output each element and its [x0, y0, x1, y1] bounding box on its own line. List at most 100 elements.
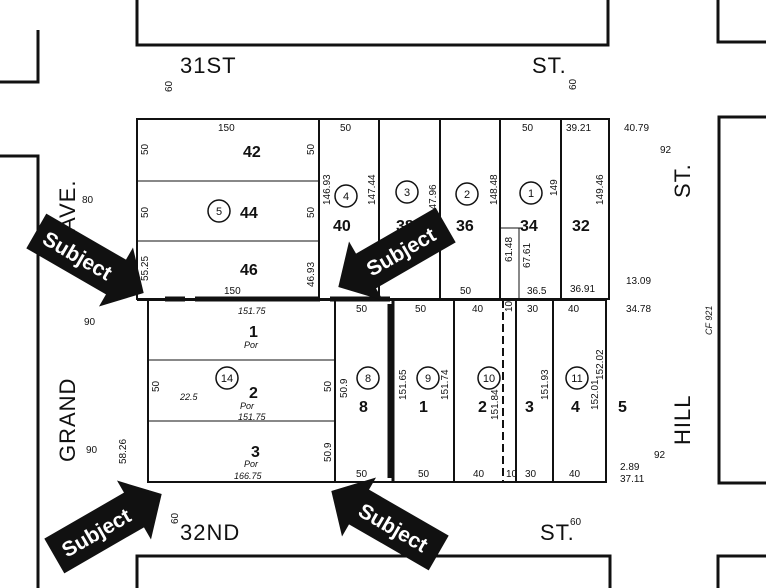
dimension: 50 — [140, 206, 151, 218]
parcel-circle: 9 — [416, 366, 440, 390]
street-width: 90 — [86, 445, 98, 456]
parcel-number: 8 — [365, 373, 371, 385]
dimension: 50 — [323, 380, 334, 392]
dimension: 50.9 — [323, 442, 334, 462]
dimension: 50 — [460, 286, 472, 297]
street-width: 80 — [82, 195, 94, 206]
north-adjacent-block — [135, 0, 610, 47]
northwest-adjacent-block — [0, 30, 40, 84]
dimension: 166.75 — [234, 471, 263, 481]
dimension: 36.5 — [527, 286, 547, 297]
lot-number: 3 — [251, 444, 260, 461]
lot-portion: Por — [244, 459, 259, 469]
parcel-number: 10 — [483, 373, 495, 385]
lot-number: 32 — [572, 218, 590, 235]
lot-portion: Por — [244, 340, 259, 350]
street-hill-st-lower: HILL — [670, 395, 695, 445]
dimension: 55.25 — [140, 256, 151, 281]
dimension: 37.11 — [620, 474, 645, 485]
dimension: 39.21 — [566, 123, 591, 134]
south-adjacent-block — [135, 554, 612, 588]
dimension: 10 — [506, 469, 518, 480]
dimension: 147.96 — [428, 184, 439, 215]
parcel-number: 9 — [425, 373, 431, 385]
south-block — [137, 299, 607, 483]
lot-number: 34 — [520, 218, 538, 235]
lot-number: 44 — [240, 205, 258, 222]
parcel-circle: 3 — [395, 180, 419, 204]
street-width: 60 — [568, 78, 579, 90]
lot-number: 42 — [243, 144, 261, 161]
parcel-number: 3 — [404, 187, 410, 199]
parcel-circle: 2 — [455, 182, 479, 206]
dimension: 40 — [569, 469, 581, 480]
parcel-number: 2 — [464, 189, 470, 201]
parcel-circle: 4 — [334, 184, 358, 208]
parcel-number: 11 — [571, 373, 582, 385]
dimension: 50 — [340, 123, 352, 134]
west-adjacent-block — [0, 154, 40, 588]
dimension: 151.65 — [398, 369, 409, 400]
dimension: 50.9 — [339, 378, 350, 398]
lot-number: 3 — [525, 399, 534, 416]
parcel-number: 4 — [343, 191, 349, 203]
northeast-adjacent-block — [716, 0, 766, 44]
street-32nd-right: ST. — [540, 520, 575, 545]
dimension: 34.78 — [626, 304, 651, 315]
lot-number: 5 — [618, 399, 627, 416]
dimension: 152.01 — [590, 379, 601, 410]
lot-number: 1 — [249, 324, 258, 341]
parcel-circle: 5 — [207, 199, 231, 223]
street-32nd-left: 32ND — [180, 520, 240, 545]
dimension: 40 — [472, 304, 484, 315]
street-hill-st-upper: ST. — [670, 163, 695, 198]
street-width: 90 — [84, 317, 96, 328]
street-width: 60 — [570, 517, 582, 528]
dimension: 40.79 — [624, 123, 649, 134]
street-width: 92 — [660, 145, 672, 156]
dimension: 67.61 — [522, 243, 533, 268]
dimension: 50 — [151, 380, 162, 392]
lot-number: 8 — [359, 399, 368, 416]
dimension: 50 — [356, 469, 368, 480]
dimension: 30 — [525, 469, 537, 480]
parcel-number: 5 — [216, 206, 222, 218]
street-width: 60 — [170, 512, 181, 524]
street-width: 60 — [164, 80, 175, 92]
dimension: 40 — [568, 304, 580, 315]
dimension: 151.84 — [490, 389, 501, 420]
lot-number: 4 — [571, 399, 580, 416]
east-adjacent-block — [717, 115, 766, 485]
dimension: 150 — [218, 123, 235, 134]
lot-number: 1 — [419, 399, 428, 416]
lot-number: 36 — [456, 218, 474, 235]
dimension: 13.09 — [626, 276, 651, 287]
dimension: 10 — [504, 300, 515, 312]
subject-boundary-marks — [165, 296, 393, 478]
parcel-number: 1 — [528, 188, 534, 200]
dimension: 58.26 — [118, 439, 129, 464]
lot-number: 46 — [240, 262, 258, 279]
dimension: 152.02 — [595, 349, 606, 380]
parcel-circle: 10 — [477, 366, 501, 390]
dimension: 50 — [140, 143, 151, 155]
dimension: 151.75 — [238, 412, 267, 422]
dimension: 149.46 — [595, 174, 606, 205]
street-31st-right: ST. — [532, 53, 567, 78]
dimension: 30 — [527, 304, 539, 315]
map-reference: CF 921 — [704, 306, 714, 335]
parcel-circle: 1 — [519, 181, 543, 205]
parcel-circle: 14 — [215, 366, 239, 390]
dimension: 50 — [306, 206, 317, 218]
dimension: 151.93 — [540, 369, 551, 400]
street-width: 92 — [654, 450, 666, 461]
dimension: 40 — [473, 469, 485, 480]
dimension: 147.44 — [367, 174, 378, 205]
lot-portion: Por — [240, 401, 255, 411]
dimension: 50 — [306, 143, 317, 155]
south-block-outline — [147, 299, 607, 483]
dimension: 149 — [549, 179, 560, 196]
dimension: 151.74 — [440, 369, 451, 400]
